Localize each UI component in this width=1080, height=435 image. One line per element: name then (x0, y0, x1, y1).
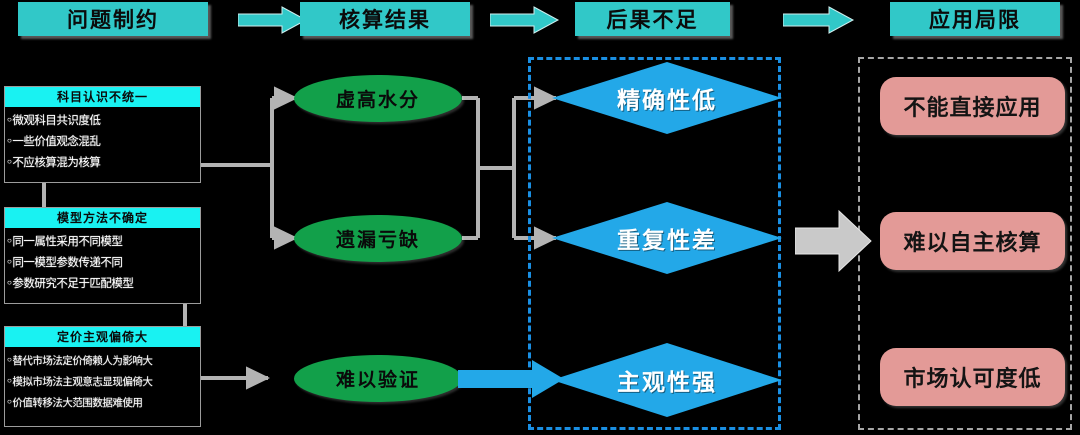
result-inflated-water[interactable]: 虚高水分 (294, 75, 462, 122)
result-omission-deficit[interactable]: 遗漏亏缺 (294, 215, 462, 262)
list-item: 价值转移法大范围数据难使用 (7, 392, 198, 413)
constraint-card-1[interactable]: 科目认识不统一 微观科目共识度低 一些价值观念混乱 不应核算混为核算 (4, 86, 201, 183)
blue-arrow-icon (458, 360, 564, 398)
constraint-card-2-title: 模型方法不确定 (5, 208, 200, 228)
header-consequence-deficiency: 后果不足 (575, 2, 730, 36)
constraint-card-2-bullets: 同一属性采用不同模型 同一模型参数传递不同 参数研究不足于匹配模型 (5, 228, 200, 294)
constraint-card-2[interactable]: 模型方法不确定 同一属性采用不同模型 同一模型参数传递不同 参数研究不足于匹配模… (4, 207, 201, 304)
list-item: 一些价值观念混乱 (7, 131, 198, 152)
result-label: 难以验证 (335, 370, 420, 391)
result-label: 遗漏亏缺 (335, 230, 420, 251)
header-application-limits: 应用局限 (890, 2, 1060, 36)
header-arrow-2-icon (490, 6, 560, 34)
list-item: 不应核算混为核算 (7, 152, 198, 173)
header-arrow-3-icon (783, 6, 855, 34)
limit-hard-to-self-account[interactable]: 难以自主核算 (880, 212, 1065, 270)
list-item: 同一属性采用不同模型 (7, 231, 198, 252)
limit-low-market-acceptance[interactable]: 市场认可度低 (880, 348, 1065, 406)
consequence-group-boundary (528, 57, 781, 430)
header-label: 核算结果 (339, 9, 431, 32)
constraint-card-3[interactable]: 定价主观偏倚大 替代市场法定价倚赖人为影响大 模拟市场法主观意志显现偏倚大 价值… (4, 326, 201, 427)
consequence-poor-repeatability[interactable]: 重复性差 (552, 202, 782, 274)
limit-label: 不能直接应用 (903, 95, 1042, 120)
result-label: 虚高水分 (335, 90, 420, 111)
list-item: 参数研究不足于匹配模型 (7, 273, 198, 294)
list-item: 替代市场法定价倚赖人为影响大 (7, 350, 198, 371)
header-label: 问题制约 (67, 9, 159, 32)
constraint-card-1-bullets: 微观科目共识度低 一些价值观念混乱 不应核算混为核算 (5, 107, 200, 173)
consequence-low-accuracy[interactable]: 精确性低 (552, 62, 782, 134)
limit-cannot-apply-directly[interactable]: 不能直接应用 (880, 77, 1065, 135)
header-arrow-1-icon (238, 6, 308, 34)
consequence-label: 重复性差 (617, 227, 717, 253)
list-item: 同一模型参数传递不同 (7, 252, 198, 273)
header-label: 后果不足 (606, 9, 699, 32)
limit-label: 难以自主核算 (903, 230, 1042, 255)
result-hard-to-verify[interactable]: 难以验证 (294, 355, 462, 402)
header-label: 应用局限 (929, 9, 1021, 32)
constraint-card-3-title: 定价主观偏倚大 (5, 327, 200, 347)
consequence-high-subjectivity[interactable]: 主观性强 (552, 343, 782, 417)
gray-transition-arrow-icon (795, 209, 872, 273)
list-item: 微观科目共识度低 (7, 110, 198, 131)
header-accounting-results: 核算结果 (300, 2, 470, 36)
constraint-card-1-title: 科目认识不统一 (5, 87, 200, 107)
consequence-label: 精确性低 (617, 87, 717, 113)
header-problem-constraints: 问题制约 (18, 2, 208, 36)
consequence-label: 主观性强 (617, 369, 717, 395)
limit-label: 市场认可度低 (903, 366, 1042, 391)
list-item: 模拟市场法主观意志显现偏倚大 (7, 371, 198, 392)
constraint-card-3-bullets: 替代市场法定价倚赖人为影响大 模拟市场法主观意志显现偏倚大 价值转移法大范围数据… (5, 347, 200, 413)
